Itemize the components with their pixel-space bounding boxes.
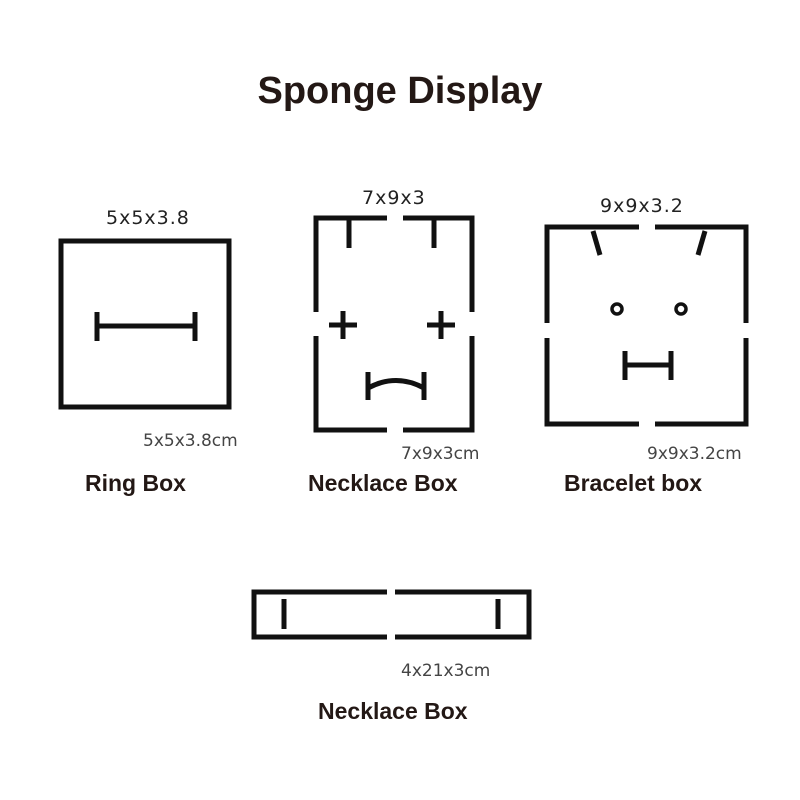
ring-box-outline [58, 238, 232, 410]
necklace-pin-icon [329, 311, 455, 339]
necklace-box-outline [313, 215, 475, 433]
ring-box-top-dimension: 5x5x3.8 [106, 207, 190, 229]
ring-box-label: Ring Box [85, 470, 186, 496]
necklace-pendant-slot-icon [365, 372, 427, 400]
bracelet-box-cm-dimension: 9x9x3.2cm [647, 444, 742, 464]
bracelet-box-outline [544, 224, 749, 427]
bracelet-slot-icon [622, 351, 674, 380]
long-necklace-slot-icon [281, 599, 501, 629]
ring-box-cm-dimension: 5x5x3.8cm [143, 431, 238, 451]
long-necklace-box-label: Necklace Box [318, 698, 468, 724]
bracelet-peg-icon [610, 302, 688, 316]
ring-slot-icon [94, 312, 198, 341]
long-necklace-box-cm-dimension: 4x21x3cm [401, 661, 491, 681]
necklace-box-cm-dimension: 7x9x3cm [401, 444, 480, 464]
necklace-box-label: Necklace Box [308, 470, 458, 496]
necklace-hook-icon [346, 218, 437, 248]
bracelet-hook-icon [590, 230, 708, 256]
bracelet-box-label: Bracelet box [564, 470, 703, 496]
bracelet-box-top-dimension: 9x9x3.2 [600, 195, 684, 217]
page-title: Sponge Display [257, 70, 543, 112]
long-necklace-box-outline [251, 589, 532, 640]
necklace-box-top-dimension: 7x9x3 [362, 187, 426, 209]
